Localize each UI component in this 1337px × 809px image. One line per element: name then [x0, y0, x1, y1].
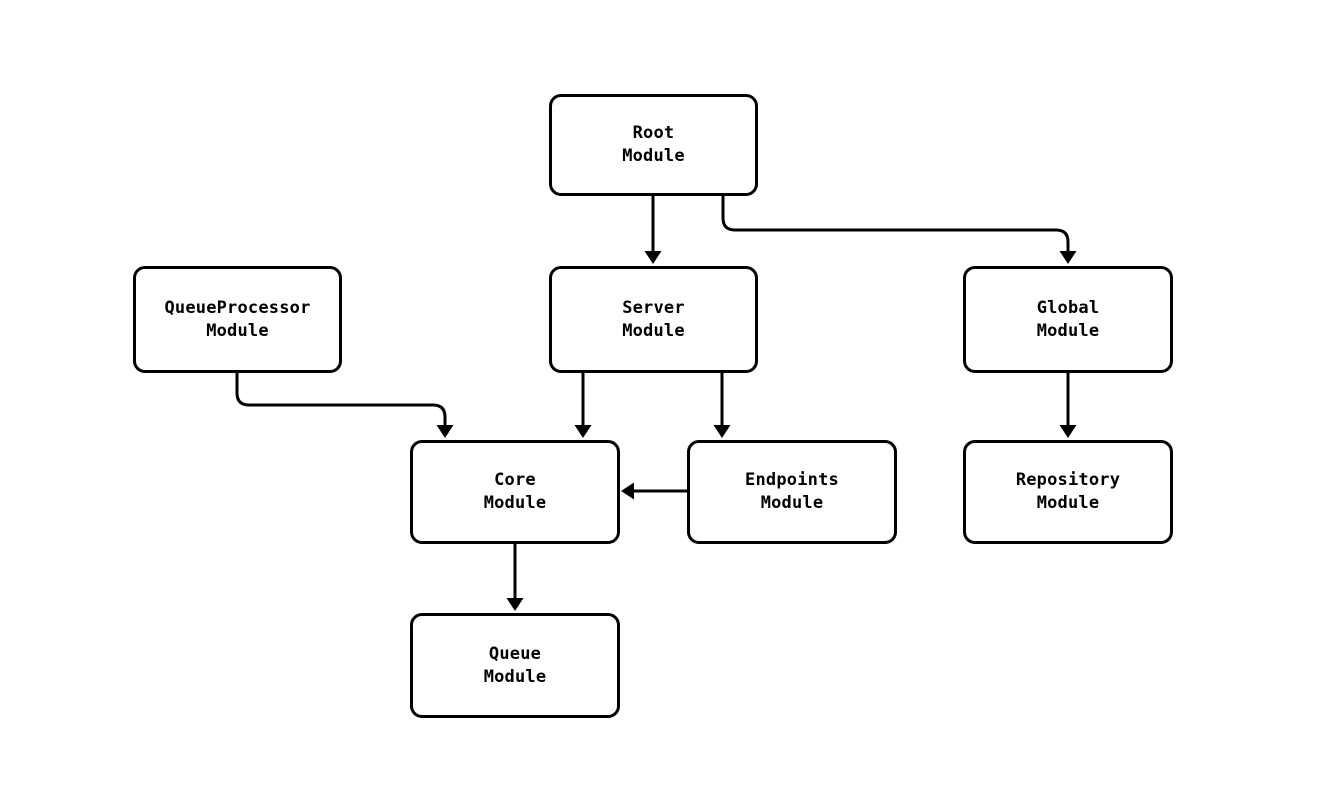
edge-group — [235, 196, 1077, 611]
node-server[interactable]: Server Module — [549, 266, 758, 373]
edge-root-global — [721, 196, 1070, 252]
arrowhead-root-global — [1059, 251, 1077, 264]
node-repository-line2: Module — [1036, 493, 1100, 513]
node-root[interactable]: Root Module — [549, 94, 758, 196]
arrowhead-queueprocessor-core — [436, 425, 454, 438]
node-queueprocessor-line2: Module — [206, 320, 269, 341]
node-server-line1: Server — [622, 297, 685, 318]
node-endpoints[interactable]: Endpoints Module — [687, 440, 897, 544]
node-core-line1: Core — [494, 470, 536, 491]
node-queueprocessor[interactable]: QueueProcessor Module — [133, 266, 342, 373]
node-server-line2: Module — [622, 320, 685, 341]
node-global-line2: Module — [1036, 320, 1100, 341]
node-endpoints-line2: Module — [760, 493, 824, 513]
arrowhead-core-queue — [506, 598, 524, 611]
arrowhead-server-core — [574, 425, 592, 438]
node-repository-line1: Repository — [1015, 470, 1121, 491]
node-repository[interactable]: Repository Module — [963, 440, 1173, 544]
node-global[interactable]: Global Module — [963, 266, 1173, 373]
edge-queueprocessor-core — [235, 373, 447, 426]
node-root-line2: Module — [622, 146, 685, 166]
node-core[interactable]: Core Module — [410, 440, 620, 544]
arrowhead-server-endpoints — [713, 425, 731, 438]
node-global-line1: Global — [1036, 297, 1100, 318]
node-core-line2: Module — [483, 493, 547, 513]
node-queue-line1: Queue — [488, 643, 542, 664]
node-root-line1: Root — [632, 123, 675, 144]
node-queueprocessor-line1: QueueProcessor — [164, 297, 311, 318]
arrowhead-global-repository — [1059, 425, 1077, 438]
node-endpoints-line1: Endpoints — [745, 470, 839, 491]
arrowhead-root-server — [644, 251, 662, 264]
node-queue[interactable]: Queue Module — [410, 613, 620, 718]
arrowhead-endpoints-core — [621, 482, 634, 500]
node-queue-line2: Module — [483, 666, 547, 687]
